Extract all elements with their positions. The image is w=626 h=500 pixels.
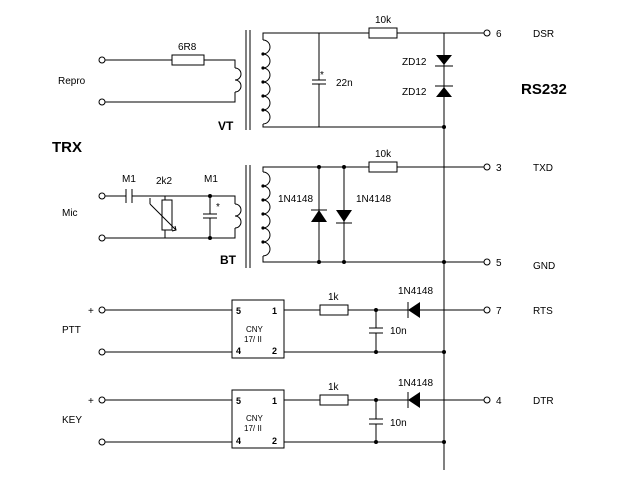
junction-dot: [442, 260, 446, 264]
zener-diodes: ZD12 ZD12: [402, 33, 453, 470]
ptt-capacitor-label: 10n: [390, 326, 407, 337]
pin-rts: 7 RTS: [483, 306, 553, 317]
ptt-plus: +: [88, 306, 94, 317]
key-opto-pin5: 5: [236, 396, 241, 406]
key-opto-pin1: 1: [272, 396, 277, 406]
key-diode-label: 1N4148: [398, 378, 433, 389]
key-resistor-label: 1k: [328, 382, 340, 393]
repro-capacitor-label: 22n: [336, 78, 353, 89]
vt-secondary-dots: [261, 52, 265, 112]
pin-txd-name: TXD: [533, 163, 553, 174]
pin-dtr: 4 DTR: [483, 396, 554, 407]
pin-dtr-number: 4: [496, 396, 502, 407]
repro-return-wire: [105, 92, 236, 103]
pin-gnd-name: GND: [533, 261, 555, 272]
bt-core: [245, 165, 251, 268]
vt-primary-coil: [234, 67, 242, 93]
vt-bottom-wire: [262, 124, 444, 128]
key-diode: 1N4148: [398, 378, 433, 408]
key-resistor: 1k: [319, 382, 349, 406]
pin-dsr-number: 6: [496, 29, 502, 40]
junction-dot: [442, 350, 446, 354]
repro-resistor: 6R8: [105, 42, 236, 68]
repro-label: Repro: [58, 76, 86, 87]
mic-label: Mic: [62, 208, 78, 219]
ptt-opto-type: 17/ II: [244, 335, 262, 344]
mic-potentiometer: 2k2: [149, 176, 177, 238]
mic-capacitor-2-label: M1: [204, 174, 218, 185]
ptt-opto-pin5: 5: [236, 306, 241, 316]
repro-capacitor: * 22n: [312, 33, 353, 127]
pin-gnd: 5 GND: [483, 258, 555, 272]
zener-top-label: ZD12: [402, 57, 427, 68]
gnd-wire: [262, 256, 484, 263]
ptt-label: PTT: [62, 325, 81, 336]
ptt-opto-pin1: 1: [272, 306, 277, 316]
txd-wire: [262, 166, 484, 172]
ptt-optocoupler: 5 1 CNY 17/ II 4 2: [231, 299, 285, 359]
dsr-top-wire: [262, 32, 484, 40]
bt-secondary-dots: [261, 184, 265, 244]
pin-dsr-name: DSR: [533, 29, 554, 40]
clamp-diode-right-label: 1N4148: [356, 194, 391, 205]
bt-primary-coil: [234, 203, 242, 229]
vt-label: VT: [218, 119, 234, 133]
txd-resistor: 10k: [368, 149, 398, 173]
bt-label: BT: [220, 253, 237, 267]
ptt-opto-name: CNY: [246, 325, 264, 334]
ptt-capacitor: 10n: [369, 308, 407, 354]
dsr-resistor: 10k: [368, 15, 398, 39]
repro-capacitor-star: *: [320, 70, 324, 81]
key-plus: +: [88, 396, 94, 407]
rs232-heading: RS232: [521, 81, 567, 98]
clamp-diodes: 1N4148 1N4148: [278, 165, 391, 264]
pin-rts-name: RTS: [533, 306, 553, 317]
zener-bottom-label: ZD12: [402, 87, 427, 98]
key-optocoupler: 5 1 CNY 17/ II 4 2: [231, 389, 285, 449]
key-label: KEY: [62, 415, 82, 426]
key-capacitor-label: 10n: [390, 418, 407, 429]
pin-dtr-name: DTR: [533, 396, 554, 407]
dsr-resistor-label: 10k: [375, 15, 392, 26]
mic-return-wire: [105, 228, 236, 239]
trx-heading: TRX: [52, 139, 82, 156]
ptt-opto-pin2: 2: [272, 346, 277, 356]
mic-top-wire: [165, 195, 236, 204]
junction-dot: [442, 125, 446, 129]
mic-capacitor-label: M1: [122, 174, 136, 185]
mic-capacitor-2: * M1: [203, 174, 220, 240]
key-opto-pin4: 4: [236, 436, 241, 446]
mic-capacitor-2-star: *: [216, 202, 220, 213]
ptt-terminals: + PTT: [62, 306, 106, 356]
mic-potentiometer-label: 2k2: [156, 176, 173, 187]
repro-terminals: Repro: [58, 56, 106, 106]
key-opto-pin2: 2: [272, 436, 277, 446]
key-terminals: + KEY: [62, 396, 106, 446]
repro-resistor-label: 6R8: [178, 42, 197, 53]
ptt-opto-pin4: 4: [236, 346, 241, 356]
clamp-diode-left-label: 1N4148: [278, 194, 313, 205]
key-input-wires: [105, 399, 232, 443]
key-capacitor: 10n: [369, 398, 407, 444]
ptt-resistor: 1k: [319, 292, 349, 316]
pin-rts-number: 7: [496, 306, 502, 317]
pin-txd-number: 3: [496, 163, 502, 174]
ptt-input-wires: [105, 309, 232, 353]
ptt-diode-label: 1N4148: [398, 286, 433, 297]
ptt-diode: 1N4148: [398, 286, 433, 318]
pin-dsr: 6 DSR: [483, 29, 554, 40]
key-opto-name: CNY: [246, 414, 264, 423]
ptt-resistor-label: 1k: [328, 292, 340, 303]
key-opto-type: 17/ II: [244, 424, 262, 433]
pin-gnd-number: 5: [496, 258, 502, 269]
pin-txd: 3 TXD: [483, 163, 553, 174]
junction-dot: [442, 440, 446, 444]
txd-resistor-label: 10k: [375, 149, 392, 160]
vt-core: [245, 30, 251, 130]
mic-terminals: Mic: [62, 192, 106, 242]
